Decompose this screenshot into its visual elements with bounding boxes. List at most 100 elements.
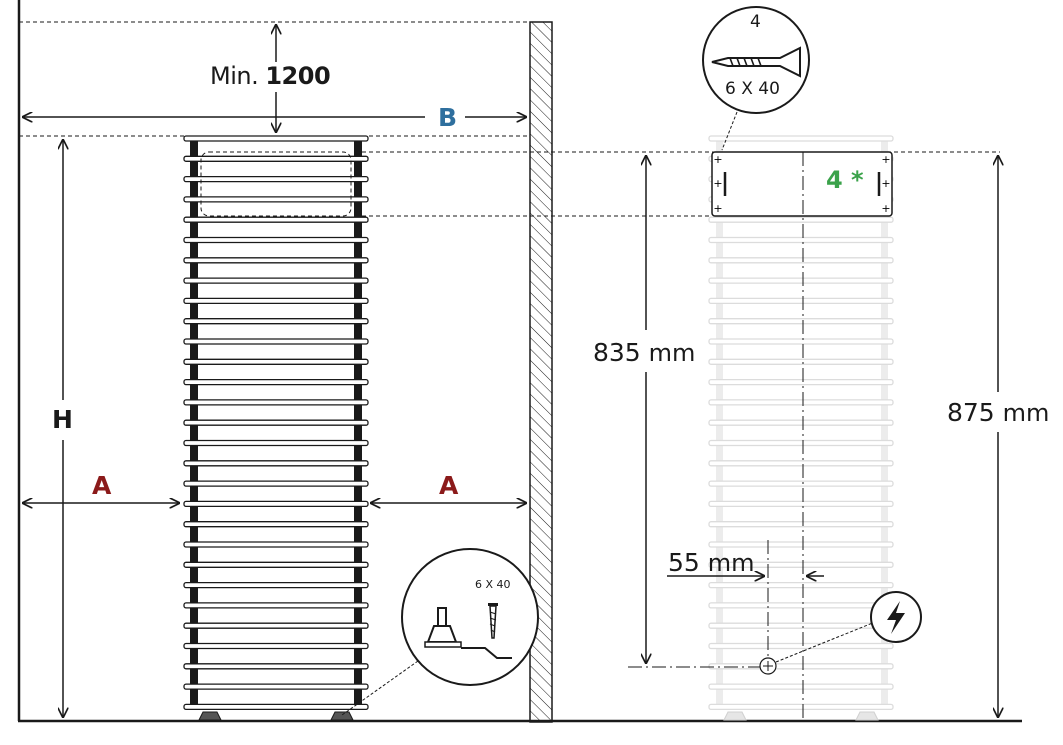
ghost-slat — [708, 378, 894, 386]
ghost-slat — [708, 703, 894, 711]
svg-text:+: + — [881, 153, 890, 166]
screw-callout — [702, 6, 810, 114]
svg-text:+: + — [881, 177, 890, 190]
ghost-slat — [708, 358, 894, 365]
ghost-slat — [708, 541, 894, 548]
ghost-slat — [708, 460, 894, 467]
radiator-slat — [183, 419, 369, 426]
radiator-foot-right — [330, 711, 354, 721]
ghost-slat — [708, 683, 894, 690]
ghost-slat — [708, 602, 894, 609]
radiator-slat — [183, 460, 369, 467]
radiator-slat — [183, 175, 369, 183]
ghost-slat — [708, 663, 894, 670]
min-prefix: Min. — [210, 62, 259, 90]
radiator-slat — [183, 196, 369, 203]
ghost-slat — [708, 419, 894, 426]
ghost-slat — [708, 521, 894, 528]
small-screw-icon — [488, 603, 498, 639]
ghost-slat — [708, 338, 894, 345]
ghost-slat — [708, 318, 894, 325]
screw-size-label: 6 X 40 — [725, 79, 780, 99]
dimension-835-label: 835 mm — [593, 338, 695, 367]
foot-screw-size-label: 6 X 40 — [475, 578, 511, 591]
dimension-835-value: 835 — [593, 338, 641, 367]
radiator-slat — [183, 703, 369, 711]
dimension-55-value: 55 — [668, 548, 700, 577]
ghost-slat — [708, 642, 894, 650]
ghost-slat — [708, 561, 894, 568]
svg-text:+: + — [881, 202, 890, 215]
h-label: H — [52, 405, 73, 434]
ghost-slat — [708, 399, 894, 406]
radiator-slat — [183, 602, 369, 609]
radiator-slat — [183, 521, 369, 528]
mount-count-label: 4 * — [826, 166, 864, 194]
radiator-slat — [183, 318, 369, 325]
radiator-slat — [183, 155, 369, 162]
ghost-slat — [708, 297, 894, 305]
radiator-foot-left — [198, 711, 222, 721]
dimension-875-label: 875 mm — [947, 398, 1049, 427]
radiator-slat — [183, 439, 369, 447]
socket-leader — [775, 621, 876, 663]
svg-text:+: + — [713, 153, 722, 166]
foot-callout — [401, 548, 539, 686]
radiator-slat — [183, 500, 369, 508]
min-clearance-label: Min. 1200 — [210, 62, 331, 90]
ghost-slat — [708, 135, 894, 142]
foot-icon — [424, 607, 512, 659]
radiator-slat — [183, 135, 369, 142]
ghost-slat — [708, 236, 894, 244]
ghost-slat — [708, 500, 894, 508]
socket-icon — [759, 657, 777, 675]
radiator-slat — [183, 277, 369, 284]
dimension-835-unit: mm — [648, 339, 696, 367]
radiator-slat — [183, 581, 369, 589]
b-label: B — [438, 103, 458, 132]
dimension-55-unit: mm — [707, 549, 755, 577]
svg-text:+: + — [713, 202, 722, 215]
hatched-wall — [529, 21, 553, 723]
radiator-slat — [183, 399, 369, 406]
mounting-plate: + + + + + + — [711, 151, 893, 217]
svg-text:+: + — [713, 177, 722, 190]
screw-count-label: 4 — [750, 12, 761, 32]
radiator-mount-outline — [200, 151, 352, 217]
radiator-slat — [183, 541, 369, 548]
a-left-label: A — [92, 471, 112, 500]
radiator-unit — [183, 135, 369, 721]
ghost-foot-right — [855, 711, 879, 721]
ghost-slat — [708, 257, 894, 264]
min-value: 1200 — [265, 62, 331, 90]
ghost-slat — [708, 277, 894, 284]
radiator-slat — [183, 683, 369, 690]
radiator-slat — [183, 561, 369, 568]
radiator-slat — [183, 257, 369, 264]
ghost-slat — [708, 480, 894, 487]
screw-leader — [721, 111, 738, 151]
radiator-slat — [183, 663, 369, 670]
ghost-foot-left — [723, 711, 747, 721]
a-right-label: A — [439, 471, 459, 500]
ghost-radiator — [708, 135, 894, 721]
radiator-slat — [183, 236, 369, 244]
radiator-slat — [183, 358, 369, 365]
ghost-slat — [708, 439, 894, 447]
radiator-slat — [183, 378, 369, 386]
radiator-slat — [183, 297, 369, 305]
radiator-slat — [183, 642, 369, 650]
foot-leader — [341, 660, 419, 716]
ghost-slat — [708, 216, 894, 223]
ghost-slat — [708, 581, 894, 589]
radiator-slat — [183, 622, 369, 629]
dimension-55-label: 55 mm — [668, 548, 755, 577]
dimension-875-value: 875 — [947, 398, 995, 427]
radiator-slat — [183, 338, 369, 345]
electric-icon — [870, 591, 922, 643]
radiator-slat — [183, 480, 369, 487]
dimension-875-unit: mm — [1002, 399, 1050, 427]
radiator-slat — [183, 216, 369, 223]
